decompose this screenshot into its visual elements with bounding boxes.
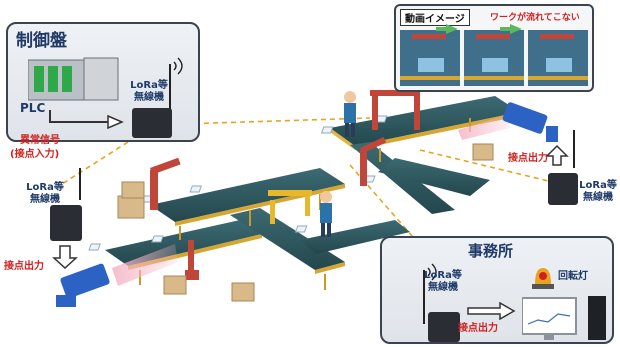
beacon-label: 回転灯 — [558, 271, 588, 282]
office-wireless-label-1: LoRa等 — [424, 270, 462, 281]
camera-left-icon — [56, 244, 178, 307]
rotating-beacon-icon — [532, 268, 554, 289]
cardboard-boxes — [117, 143, 494, 302]
control-wireless-label-1: LoRa等 — [130, 80, 168, 91]
office-arrow-right-icon — [467, 302, 516, 320]
office-wireless-device-icon — [423, 263, 460, 342]
video-frames — [400, 24, 588, 86]
left-contact-output: 接点出力 — [4, 261, 44, 272]
robot-arms — [150, 90, 420, 280]
control-wireless-device-icon — [132, 57, 183, 138]
left-wireless-label-2: 無線機 — [30, 194, 60, 205]
workers — [320, 91, 356, 237]
video-title: 動画イメージ — [400, 9, 470, 26]
gantry — [268, 190, 312, 224]
office-title: 事務所 — [468, 242, 514, 260]
wireless-device-left-icon — [50, 168, 82, 241]
monitor-icon — [522, 296, 606, 340]
abnormal-signal-line-2: (接点入力) — [10, 149, 60, 160]
plc-icon — [28, 57, 119, 101]
abnormal-signal-line-1: 異常信号 — [20, 135, 60, 146]
video-caption: ワークが流れてこない — [490, 13, 580, 23]
camera-right-icon — [458, 102, 558, 142]
right-wireless-label-1: LoRa等 — [579, 180, 617, 191]
play-arrow-icon — [436, 24, 522, 34]
arrow-down-icon — [52, 245, 78, 270]
control-panel: 制御盤 PLC LoRa等 無線機 — [6, 22, 200, 142]
office-wireless-label-2: 無線機 — [428, 282, 458, 293]
wireless-device-right-icon — [548, 130, 578, 205]
control-panel-title: 制御盤 — [16, 31, 67, 51]
right-contact-output: 接点出力 — [508, 153, 548, 164]
control-wireless-label-2: 無線機 — [134, 92, 164, 103]
arrow-right-icon — [49, 110, 124, 130]
right-wireless-label-2: 無線機 — [583, 192, 613, 203]
office-panel: 事務所 LoRa等 無線機 接点出力 回転灯 — [380, 236, 614, 344]
video-panel: 動画イメージ ワークが流れてこない — [394, 4, 594, 92]
left-wireless-label-1: LoRa等 — [26, 182, 64, 193]
office-contact-output: 接点出力 — [458, 323, 498, 334]
plc-label: PLC — [20, 101, 46, 115]
arrow-up-icon — [545, 144, 569, 166]
